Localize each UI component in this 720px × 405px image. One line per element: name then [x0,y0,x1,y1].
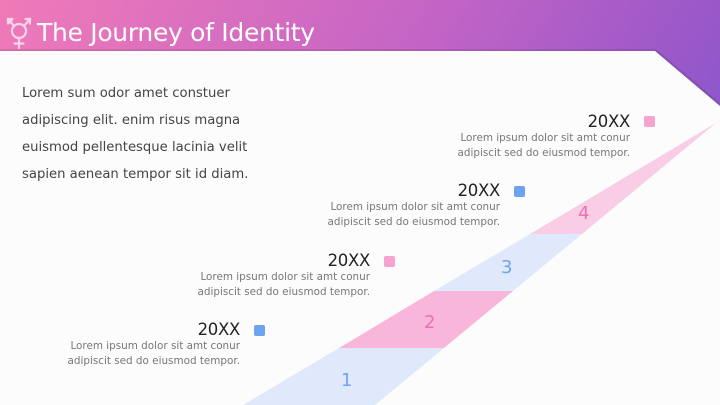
road-band-2 [339,291,513,348]
milestone-4-marker [644,116,655,127]
milestone-4: 20XX Lorem ipsum dolor sit amt conur adi… [430,112,631,161]
transgender-symbol-icon [6,17,32,50]
intro-paragraph: Lorem sum odor amet constuer adipiscing … [22,80,282,188]
step-number-3: 3 [501,257,513,278]
road-band-3 [434,234,582,291]
intro-line: adipiscing elit. enim risus magna [22,113,241,128]
milestone-1: 20XX Lorem ipsum dolor sit amt conur adi… [40,320,241,369]
title-bar: The Journey of Identity [0,12,315,52]
milestone-year: 20XX [457,181,501,200]
milestone-3: 20XX Lorem ipsum dolor sit amt conur adi… [300,181,501,230]
intro-line: euismod pellentesque lacinia velit [22,140,248,155]
intro-line: sapien aenean tempor sit id diam. [22,167,249,182]
milestone-desc-line: Lorem ipsum dolor sit amt conur [330,201,500,213]
milestone-desc-line: adipiscit sed do eiusmod tempor. [457,147,631,159]
milestone-year: 20XX [197,320,241,339]
road-band-1 [243,348,444,405]
milestone-2-marker [384,256,395,267]
milestone-2: 20XX Lorem ipsum dolor sit amt conur adi… [170,251,371,300]
milestone-3-marker [514,186,525,197]
step-number-2: 2 [424,312,436,333]
page-title: The Journey of Identity [37,17,315,47]
milestone-year: 20XX [327,251,371,270]
milestone-desc-line: Lorem ipsum dolor sit amt conur [200,271,370,283]
milestone-1-marker [254,325,265,336]
milestone-desc-line: adipiscit sed do eiusmod tempor. [67,355,241,367]
intro-line: Lorem sum odor amet constuer [22,86,230,101]
milestone-year: 20XX [587,112,631,131]
step-number-4: 4 [578,203,590,224]
milestone-desc-line: adipiscit sed do eiusmod tempor. [197,286,371,298]
milestone-desc-line: Lorem ipsum dolor sit amt conur [460,132,630,144]
milestone-desc-line: Lorem ipsum dolor sit amt conur [70,340,240,352]
milestone-desc-line: adipiscit sed do eiusmod tempor. [327,216,501,228]
road-band-4 [530,123,716,234]
step-number-1: 1 [341,370,353,391]
